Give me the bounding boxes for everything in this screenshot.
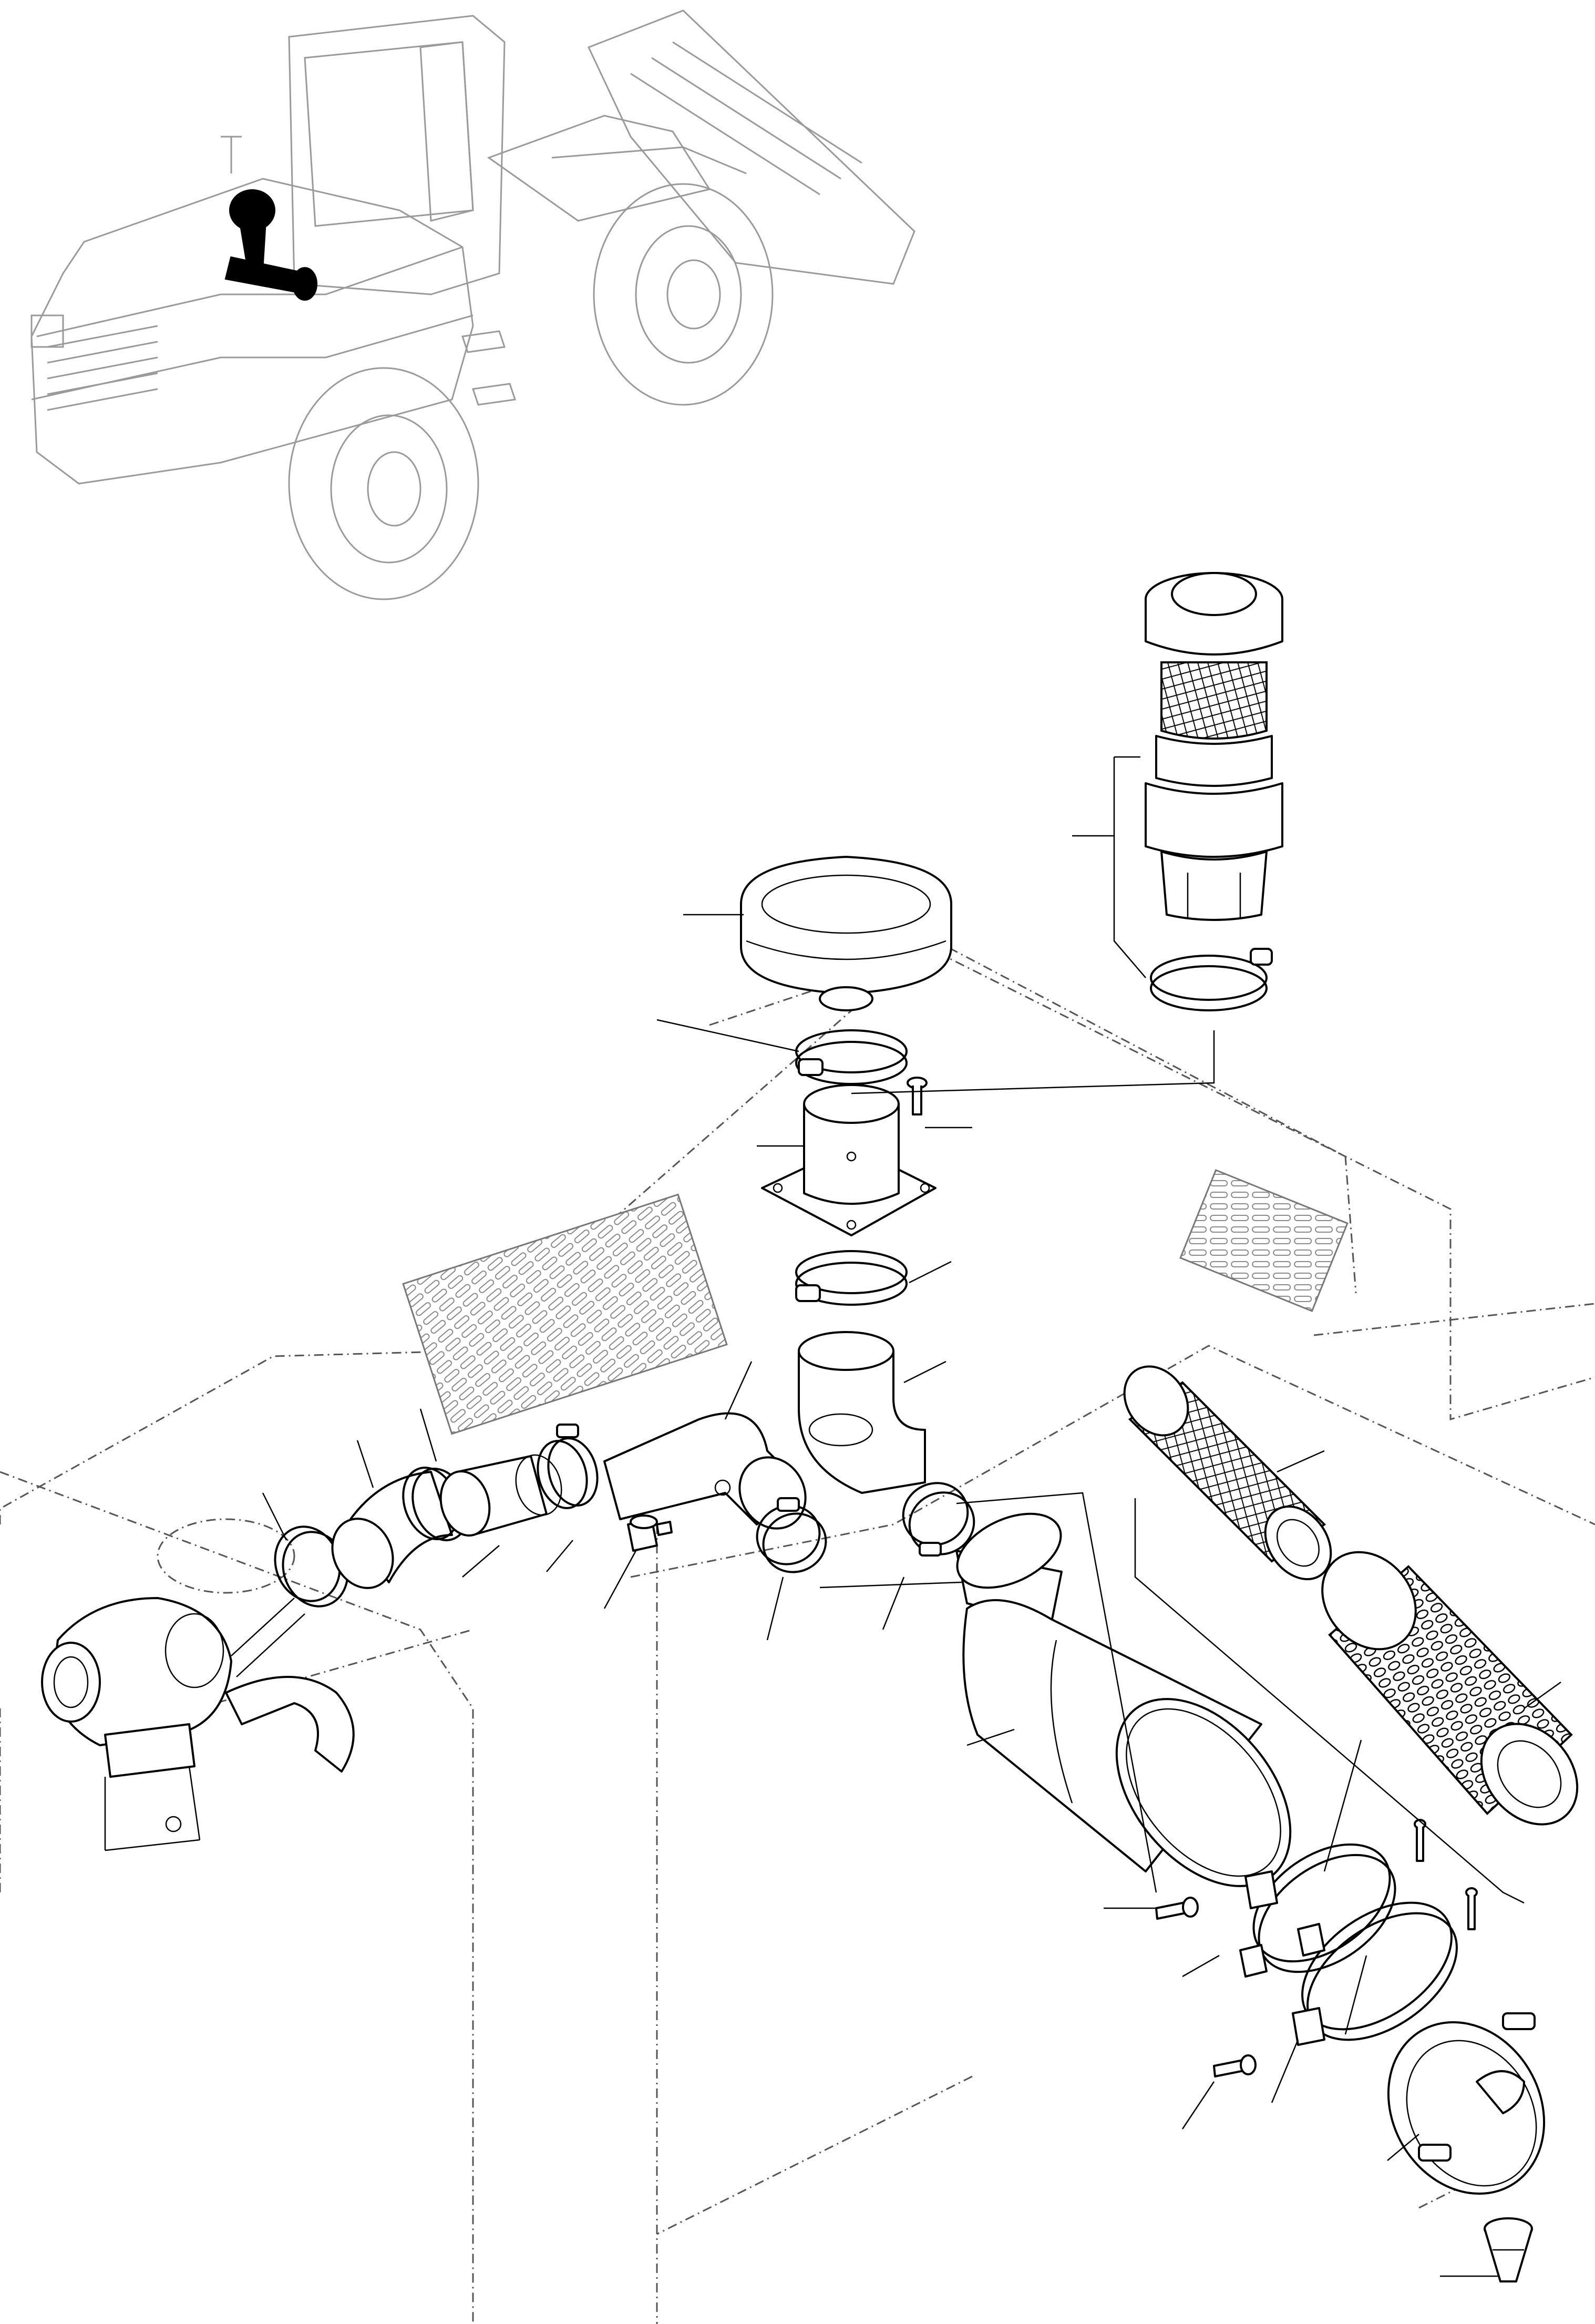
dust-valve [1484, 2217, 1533, 2282]
highlighted-intake [224, 189, 317, 301]
inlet-pipe-flange [761, 1084, 937, 1236]
band-bolt-3 [1414, 1819, 1426, 1862]
cap-clamp [795, 1029, 908, 1085]
rubber-hose-2 [439, 1454, 562, 1537]
hose-clamp-5 [902, 1482, 975, 1557]
band-bolt-2 [1213, 2054, 1257, 2077]
leader-lines [262, 756, 1561, 2277]
band-bolt-4 [1465, 1887, 1478, 1930]
band-bolt-1 [1155, 1897, 1199, 1920]
cyclone-clamp [1150, 948, 1273, 1011]
restriction-indicator [627, 1514, 673, 1552]
flange-bolt [907, 1077, 928, 1115]
precleaner-cap [740, 856, 952, 1011]
precleaner-cyclone-assembly [1145, 572, 1283, 921]
mounting-band-1 [1239, 1843, 1396, 1978]
housing-end-cover [1387, 2012, 1546, 2195]
hose-clamp-3 [537, 1424, 599, 1509]
mounting-band-2 [1292, 1901, 1458, 2046]
elbow-90 [798, 1331, 926, 1494]
wheel-loader-locator [30, 9, 915, 600]
pipe-clamp [795, 1250, 908, 1306]
turbocharger [41, 1597, 355, 1851]
hose-clamp-4 [756, 1497, 827, 1573]
primary-filter-element [1321, 1551, 1579, 1826]
rubber-hose-1 [331, 1471, 453, 1589]
air-cleaner-housing [955, 1512, 1292, 1887]
safety-filter-element [1123, 1365, 1332, 1581]
